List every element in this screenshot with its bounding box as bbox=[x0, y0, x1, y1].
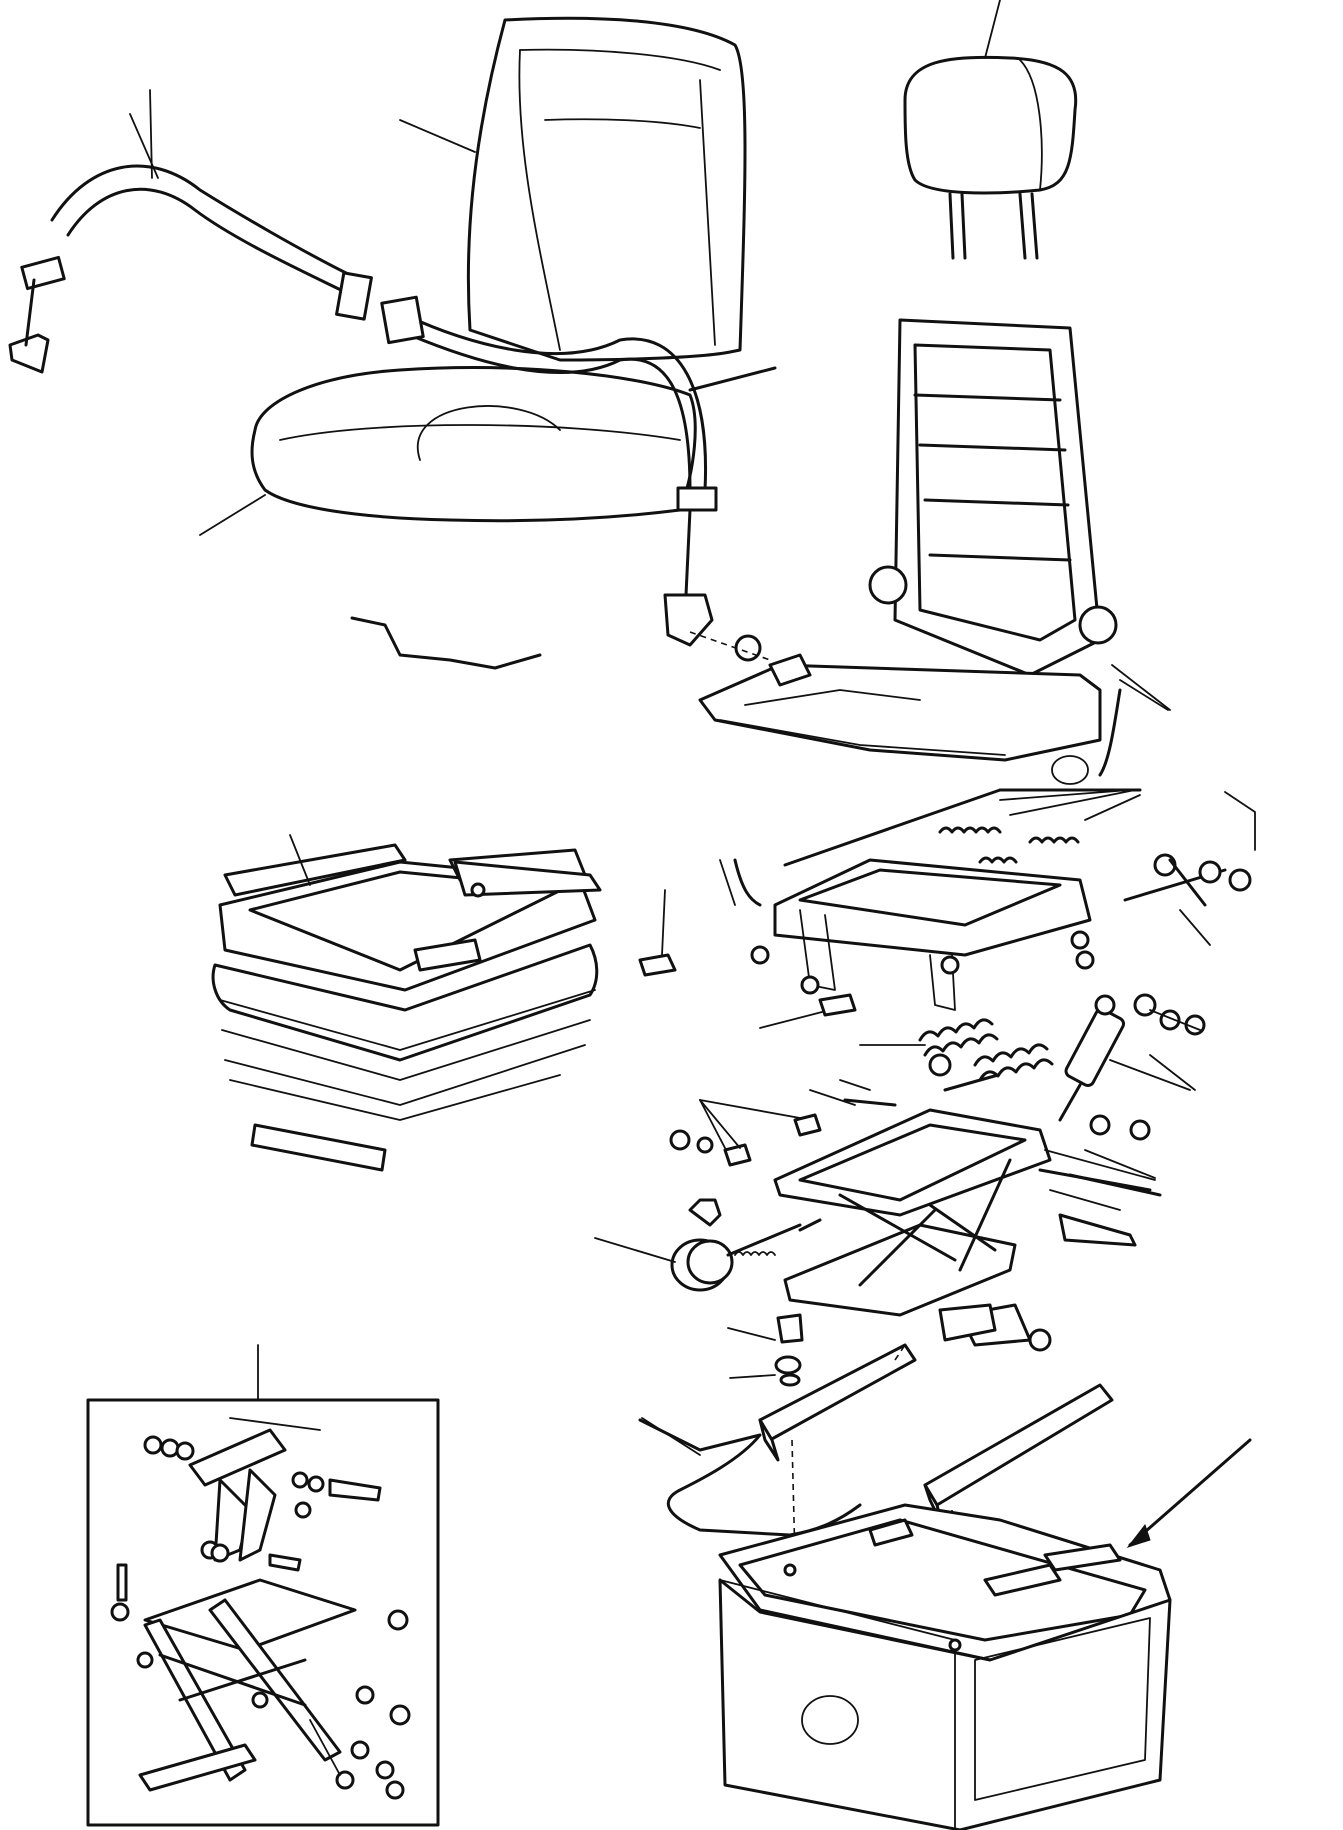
shock-absorber bbox=[1058, 993, 1206, 1141]
fasteners bbox=[727, 1303, 997, 1387]
leader-lines bbox=[149, 89, 1201, 1211]
seat-belt-left bbox=[8, 113, 373, 374]
suspension-bellows bbox=[211, 834, 602, 1172]
springs bbox=[938, 789, 1141, 864]
wire-loop bbox=[638, 1417, 862, 1537]
seat-base bbox=[718, 1438, 1252, 1830]
coil-springs bbox=[809, 1018, 1054, 1107]
adjust-knob bbox=[594, 1223, 802, 1292]
slide-rail-assembly bbox=[719, 788, 1256, 1011]
wire-rod bbox=[350, 616, 542, 670]
seat-belt-right bbox=[380, 295, 718, 647]
detail-inset bbox=[86, 1344, 440, 1827]
brackets bbox=[669, 1099, 822, 1167]
seat-back-cushion bbox=[399, 16, 747, 362]
seat-frame bbox=[689, 318, 1169, 785]
scissor-mechanism bbox=[688, 1073, 1162, 1352]
seat-rails bbox=[758, 1343, 1114, 1641]
headrest bbox=[903, 0, 1078, 260]
small-pads bbox=[638, 889, 857, 1029]
